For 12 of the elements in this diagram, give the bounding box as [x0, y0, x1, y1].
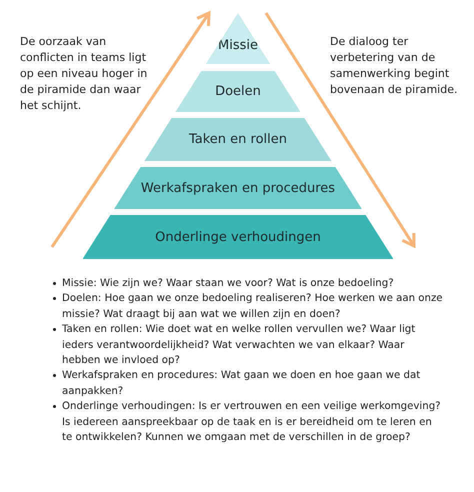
bullet-text: Werkafspraken en procedures: Wat gaan we doen en hoe gaan we dat aanpakken?: [62, 370, 420, 397]
pyramid-tier: Taken en rollen: [144, 118, 332, 161]
bullet-text: Missie: Wie zijn we? Waar staan we voor? Wat is onze bedoeling?: [62, 278, 394, 289]
pyramid-tier: Missie: [206, 13, 270, 64]
bullet-text: Taken en rollen: Wie doet wat en welke rollen vervullen we? Waar ligt ieders verantwoordelijkheid? Wat verwachten we van elkaar? Waar hebben we invloed op?: [62, 324, 416, 366]
bullet-text: Doelen: Hoe gaan we onze bedoeling realiseren? Hoe werken we aan onze missie? Wat draagt bij aan wat we willen zijn en doen?: [62, 293, 443, 320]
bullet-text: Onderlinge verhoudingen: Is er vertrouwen en een veilige werkomgeving? Is iedereen aanspreekbaar op de taak en is er bereidheid om te leren en te ontwikkelen? Kunnen we omgaan met de verschillen in de groep?: [62, 401, 441, 444]
note-text: De dialoog ter verbetering van de samenwerking begint bovenaan de piramide.: [330, 34, 458, 98]
pyramid-tier: Onderlinge verhoudingen: [82, 215, 394, 259]
pyramid-tier: Werkafspraken en procedures: [114, 167, 362, 209]
note-text: De oorzaak van conflicten in teams ligt op een niveau hoger in de piramide dan waar het schijnt.: [20, 34, 148, 114]
pyramid-tier: Doelen: [175, 71, 301, 112]
